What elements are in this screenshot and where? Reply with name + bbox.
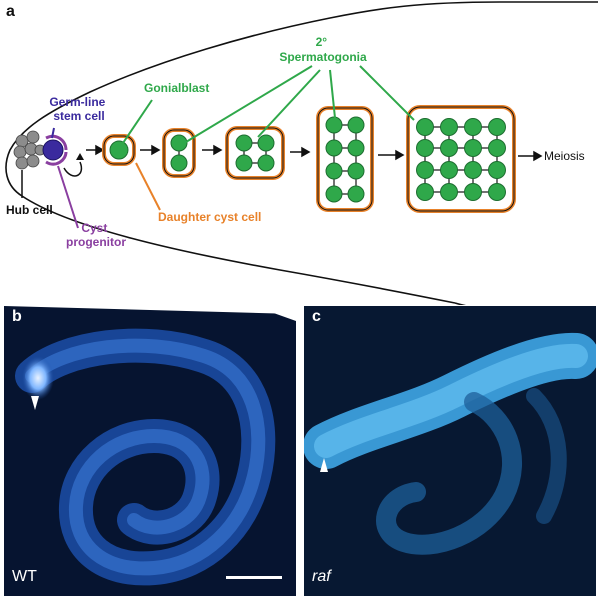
label-cyst-progenitor: Cyst progenitor — [66, 221, 126, 249]
cyst-stage-2 — [162, 128, 196, 178]
label-meiosis: Meiosis — [544, 149, 585, 163]
panel-a-diagram: a — [5, 1, 598, 305]
cyst-stage-3 — [225, 126, 285, 180]
label-spermatogonia: 2° Spermatogonia — [279, 35, 367, 64]
panel-c-caption: raf — [312, 568, 331, 585]
testis-outline — [5, 1, 598, 304]
label-gonialblast: Gonialblast — [144, 81, 209, 95]
label-germline-line1: Germ-line — [49, 95, 105, 109]
label-spermatogonia-line1: 2° — [316, 35, 328, 49]
cyst-progenitor-cell — [45, 134, 68, 151]
label-cyst-line2: progenitor — [66, 235, 126, 249]
cyst-stage-5 — [406, 105, 516, 213]
division-arrowhead — [76, 153, 84, 160]
arrowhead-raf — [320, 458, 328, 472]
testis-outline-end — [454, 302, 467, 305]
scale-bar — [226, 576, 282, 579]
panel-c-image — [304, 332, 596, 555]
cyst-progenitor-cell-lower — [45, 151, 68, 166]
pointer-lines — [21, 65, 415, 229]
panel-b-image — [4, 306, 296, 596]
label-germline-stem-cell: Germ-line stem cell — [49, 95, 108, 123]
cyst-stage-1 — [102, 134, 136, 166]
arrowhead-wt — [31, 396, 39, 410]
panel-a-letter: a — [6, 3, 15, 20]
panel-b-micrograph: b WT — [4, 306, 296, 596]
panel-b-caption: WT — [12, 568, 37, 585]
division-arrow — [63, 161, 83, 177]
cyst-stage-4 — [316, 106, 374, 212]
panel-b-letter: b — [12, 308, 22, 325]
panel-c-letter: c — [312, 308, 321, 325]
germline-stem-cell — [42, 139, 64, 161]
hub-cells — [13, 130, 46, 170]
stage-arrows — [86, 144, 543, 162]
label-germline-line2: stem cell — [53, 109, 104, 123]
label-hub-cell: Hub cell — [6, 203, 53, 217]
label-spermatogonia-line2: Spermatogonia — [279, 50, 367, 64]
label-daughter-cyst-cell: Daughter cyst cell — [158, 210, 261, 224]
panel-c-micrograph: c raf — [304, 306, 596, 596]
label-cyst-line1: Cyst — [81, 221, 107, 235]
hub-tip-wt — [22, 356, 54, 400]
